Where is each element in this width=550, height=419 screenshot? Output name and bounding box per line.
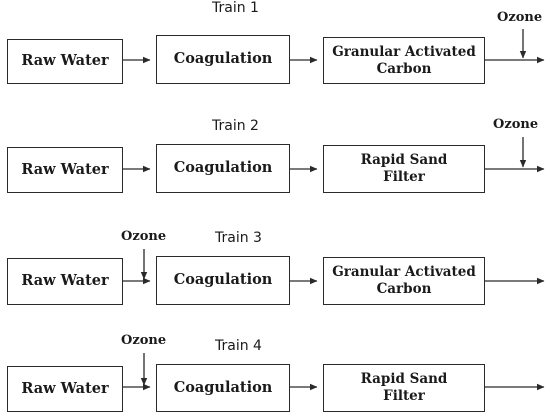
train-2-rapid-sand-filter-box: Rapid Sand Filter [323, 145, 485, 193]
train-1-coagulation-box: Coagulation [156, 35, 290, 84]
train-4-title: Train 4 [215, 338, 262, 354]
train-2-ozone-label: Ozone [493, 117, 539, 132]
train-4-rapid-sand-filter-box: Rapid Sand Filter [323, 364, 485, 412]
train-1-raw-water-label: Raw Water [21, 52, 109, 70]
train-3-raw-water-box: Raw Water [7, 258, 123, 305]
train-4-raw-water-box: Raw Water [7, 366, 123, 412]
train-4-coagulation-box: Coagulation [156, 364, 290, 412]
train-3-raw-water-label: Raw Water [21, 272, 109, 290]
train-2-coagulation-box: Coagulation [156, 144, 290, 193]
train-1-gac-label: Granular Activated Carbon [332, 43, 476, 77]
train-2-title: Train 2 [212, 118, 259, 134]
train-1-raw-water-box: Raw Water [7, 39, 123, 84]
train-1-gac-box: Granular Activated Carbon [323, 37, 485, 84]
train-2-raw-water-label: Raw Water [21, 160, 109, 178]
train-4-raw-water-label: Raw Water [21, 379, 109, 397]
train-4-coagulation-label: Coagulation [173, 378, 273, 396]
train-3-coagulation-label: Coagulation [173, 271, 273, 289]
train-1-coagulation-label: Coagulation [173, 50, 273, 68]
train-3-gac-box: Granular Activated Carbon [323, 257, 485, 305]
train-4-rapid-sand-filter-label: Rapid Sand Filter [360, 371, 448, 404]
train-1-ozone-label: Ozone [497, 10, 543, 25]
train-2-rapid-sand-filter-label: Rapid Sand Filter [360, 152, 448, 185]
train-2-raw-water-box: Raw Water [7, 147, 123, 193]
train-1-title: Train 1 [212, 0, 259, 16]
train-3-ozone-label: Ozone [121, 229, 167, 244]
train-4-ozone-label: Ozone [121, 333, 167, 348]
train-3-title: Train 3 [215, 230, 262, 246]
train-2-coagulation-label: Coagulation [173, 159, 273, 177]
train-3-gac-label: Granular Activated Carbon [332, 264, 476, 297]
train-3-coagulation-box: Coagulation [156, 256, 290, 305]
